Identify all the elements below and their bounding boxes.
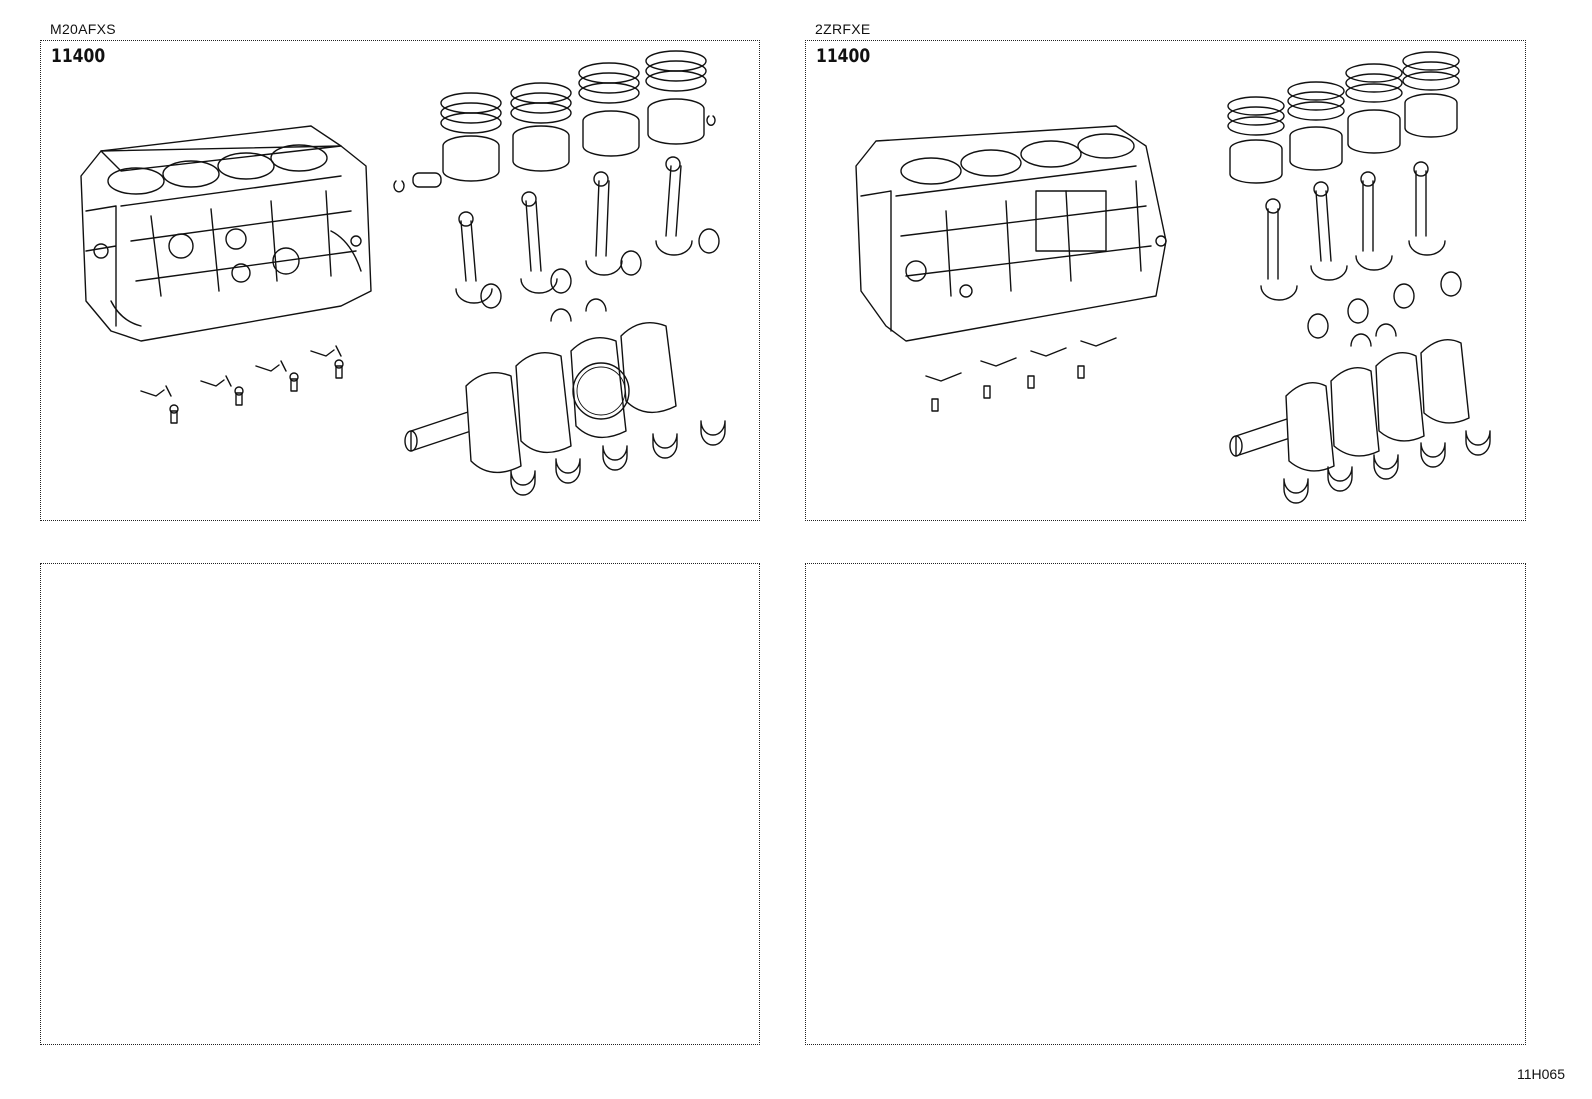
empty-panel-bottom-left <box>40 563 760 1045</box>
crankshaft-illustration <box>1229 339 1470 472</box>
main-bearings-illustration <box>1283 430 1491 504</box>
piston-rings-illustration <box>440 50 707 134</box>
crankshaft-illustration <box>404 322 677 474</box>
cylinder-block-illustration <box>80 125 372 342</box>
piston-rings-illustration <box>1227 51 1460 136</box>
connecting-rods-illustration <box>1260 161 1462 339</box>
pistons-illustration <box>393 98 716 193</box>
block-assembly-diagram <box>855 51 1491 504</box>
parts-panel-2zrfxe: 11400 <box>805 40 1526 521</box>
engine-label-2zrfxe: 2ZRFXE <box>815 21 871 37</box>
empty-panel-bottom-right <box>805 563 1526 1045</box>
thrust-washers <box>1350 323 1397 347</box>
oil-jets-and-bolts <box>925 337 1117 412</box>
block-assembly-diagram <box>80 50 726 496</box>
illustration-reference-code: 11H065 <box>1516 1066 1565 1082</box>
cylinder-block-illustration <box>855 125 1167 342</box>
part-group-code: 11400 <box>816 45 871 67</box>
main-bearings-illustration <box>510 420 726 496</box>
oil-jets-and-bolts <box>140 345 344 424</box>
connecting-rods-illustration <box>455 156 720 309</box>
pistons-illustration <box>1229 93 1458 184</box>
thrust-washers <box>550 298 607 322</box>
part-group-code: 11400 <box>51 45 106 67</box>
parts-panel-m20afxs: 11400 <box>40 40 760 521</box>
engine-label-m20afxs: M20AFXS <box>50 21 116 37</box>
